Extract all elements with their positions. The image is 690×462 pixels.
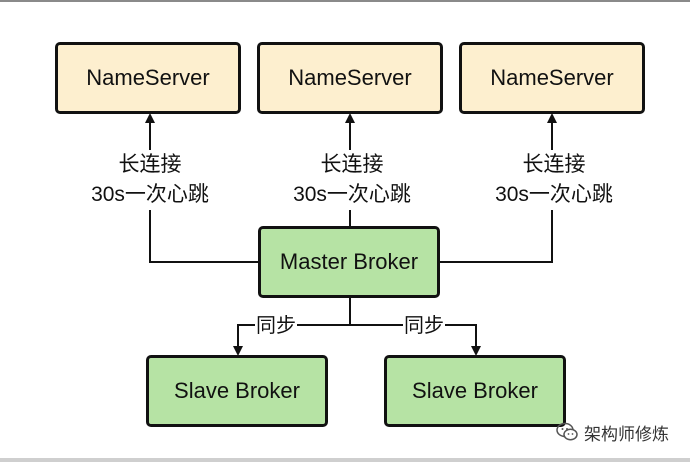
connection-label-3: 长连接 30s一次心跳 — [484, 150, 624, 210]
master-broker: Master Broker — [258, 226, 440, 298]
slave-broker-1: Slave Broker — [146, 355, 328, 427]
nameserver-2: NameServer — [257, 42, 443, 114]
watermark-text: 架构师修炼 — [584, 424, 669, 444]
sync-label-2: 同步 — [403, 314, 445, 338]
nameserver-3: NameServer — [459, 42, 645, 114]
slave-broker-1-label: Slave Broker — [174, 378, 300, 403]
slave-broker-2: Slave Broker — [384, 355, 566, 427]
connection-label-2-line2: 30s一次心跳 — [293, 183, 411, 206]
bottom-divider — [0, 458, 690, 462]
connection-label-2: 长连接 30s一次心跳 — [282, 150, 422, 210]
nameserver-1: NameServer — [55, 42, 241, 114]
top-divider — [0, 0, 690, 2]
connection-label-3-line2: 30s一次心跳 — [495, 183, 613, 206]
connection-label-3-line1: 长连接 — [522, 153, 586, 176]
connection-label-1-line1: 长连接 — [118, 153, 182, 176]
connection-label-1-line2: 30s一次心跳 — [91, 183, 209, 206]
slave-broker-2-label: Slave Broker — [412, 378, 538, 403]
connector-master-slave-2 — [350, 324, 481, 356]
nameserver-1-label: NameServer — [86, 65, 210, 90]
wechat-icon — [556, 422, 578, 441]
sync-label-1: 同步 — [255, 314, 297, 338]
master-broker-label: Master Broker — [279, 249, 419, 274]
connection-label-1: 长连接 30s一次心跳 — [80, 150, 220, 210]
nameserver-3-label: NameServer — [490, 65, 614, 90]
connection-label-2-line1: 长连接 — [320, 153, 384, 176]
watermark: 架构师修炼 — [556, 420, 669, 444]
nameserver-2-label: NameServer — [288, 65, 412, 90]
